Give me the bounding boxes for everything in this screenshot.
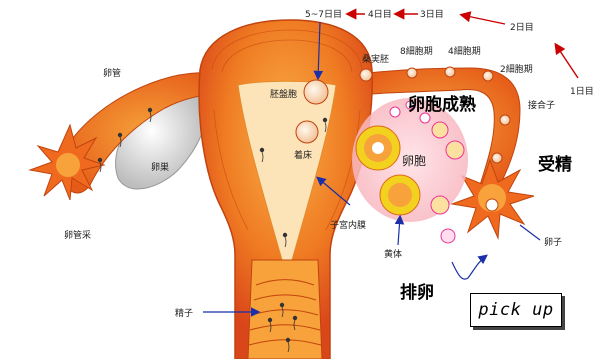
label-day1: 1日目 <box>570 86 593 97</box>
label-zygote: 接合子 <box>528 99 555 111</box>
label-ovary: 卵巣 <box>151 161 169 173</box>
label-ovulation: 排卵 <box>400 282 434 303</box>
label-morula: 桑実胚 <box>362 53 389 65</box>
label-day3: 3日目 <box>420 9 444 20</box>
label-follicle-mature: 卵胞成熟 <box>408 94 476 115</box>
cell8-stage <box>407 68 417 78</box>
label-day57: 5~7日目 <box>305 9 342 20</box>
label-fimbria: 卵管采 <box>64 229 91 241</box>
label-sperm: 精子 <box>175 307 193 319</box>
label-endometrium: 子宮内膜 <box>330 219 366 231</box>
cell4-stage <box>445 67 455 77</box>
pick-up-label: pick up <box>478 300 553 320</box>
morula-cell <box>360 69 372 81</box>
zygote-cell <box>500 115 510 125</box>
label-implant: 着床 <box>294 149 312 161</box>
implanted-cell <box>296 121 318 143</box>
fertilized-cell <box>492 153 502 163</box>
cell2-stage <box>483 71 493 81</box>
right-ovary-follicles <box>352 98 468 243</box>
label-tube: 卵管 <box>103 67 121 79</box>
label-ovum: 卵子 <box>544 237 562 248</box>
blastocyst-cell <box>304 80 328 104</box>
pick-up-box: pick up <box>470 293 562 327</box>
label-day2: 2日目 <box>510 22 534 33</box>
label-fertilization: 受精 <box>538 154 572 175</box>
label-day4: 4日目 <box>368 9 392 20</box>
ovum-cell <box>486 199 498 211</box>
label-blastocyst: 胚盤胞 <box>270 88 297 100</box>
label-corpus-luteum: 黄体 <box>384 248 402 260</box>
label-follicle: 卵胞 <box>402 154 426 168</box>
label-cell4: 4細胞期 <box>448 45 481 57</box>
label-cell2: 2細胞期 <box>500 63 533 75</box>
label-cell8: 8細胞期 <box>400 45 433 57</box>
